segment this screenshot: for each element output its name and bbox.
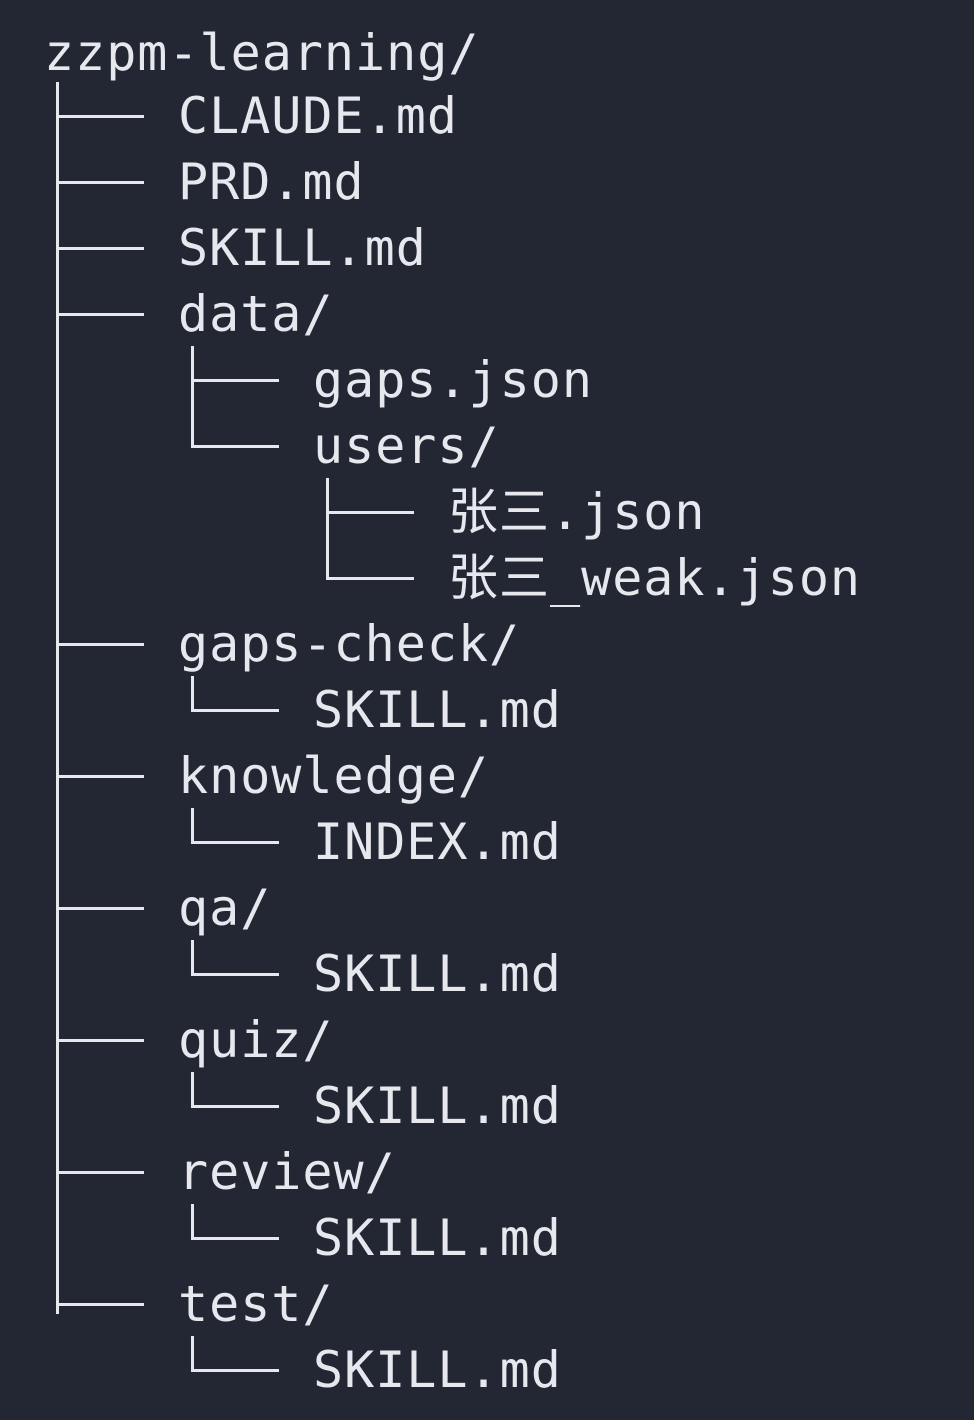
file-qa-skill-md: SKILL.md	[313, 945, 562, 1003]
branch-test-folder	[56, 1303, 144, 1306]
branch-data-folder	[56, 313, 144, 316]
tree-row: CLAUDE.md	[0, 88, 974, 144]
tree-trunk-level-1	[56, 82, 59, 1314]
branch-quiz-folder	[56, 1039, 144, 1042]
tree-trunk-gaps-check	[191, 676, 194, 712]
tree-trunk-test	[191, 1336, 194, 1372]
branch-skill-md	[56, 247, 144, 250]
tree-row: 张三_weak.json	[0, 550, 974, 606]
folder-users: users/	[313, 417, 500, 475]
folder-qa: qa/	[178, 879, 272, 937]
folder-test: test/	[178, 1275, 334, 1333]
branch-gaps-check-skill	[191, 709, 279, 712]
branch-prd-md	[56, 181, 144, 184]
file-test-skill-md: SKILL.md	[313, 1341, 562, 1399]
branch-zhangsan-weak-json	[326, 577, 414, 580]
branch-quiz-skill	[191, 1105, 279, 1108]
tree-row: SKILL.md	[0, 1078, 974, 1134]
branch-test-skill	[191, 1369, 279, 1372]
file-review-skill-md: SKILL.md	[313, 1209, 562, 1267]
file-gaps-check-skill-md: SKILL.md	[313, 681, 562, 739]
branch-knowledge-index	[191, 841, 279, 844]
branch-qa-folder	[56, 907, 144, 910]
branch-qa-skill	[191, 973, 279, 976]
branch-users-folder	[191, 445, 279, 448]
branch-review-skill	[191, 1237, 279, 1240]
tree-row: SKILL.md	[0, 1342, 974, 1398]
tree-row: gaps-check/	[0, 616, 974, 672]
file-claude-md: CLAUDE.md	[178, 87, 458, 145]
tree-row: gaps.json	[0, 352, 974, 408]
tree-row: data/	[0, 286, 974, 342]
branch-knowledge-folder	[56, 775, 144, 778]
branch-gaps-check-folder	[56, 643, 144, 646]
tree-row: quiz/	[0, 1012, 974, 1068]
branch-review-folder	[56, 1171, 144, 1174]
file-knowledge-index-md: INDEX.md	[313, 813, 562, 871]
file-zhangsan-weak-json: 张三_weak.json	[448, 549, 862, 607]
folder-data: data/	[178, 285, 334, 343]
file-quiz-skill-md: SKILL.md	[313, 1077, 562, 1135]
tree-row: SKILL.md	[0, 1210, 974, 1266]
file-gaps-json: gaps.json	[313, 351, 593, 409]
branch-claude-md	[56, 115, 144, 118]
root-folder-name: zzpm-learning/	[44, 24, 480, 82]
tree-row: SKILL.md	[0, 682, 974, 738]
file-zhangsan-json: 张三.json	[448, 483, 706, 541]
branch-gaps-json	[191, 379, 279, 382]
tree-row: knowledge/	[0, 748, 974, 804]
branch-zhangsan-json	[326, 511, 414, 514]
tree-row: review/	[0, 1144, 974, 1200]
tree-row: INDEX.md	[0, 814, 974, 870]
tree-trunk-qa	[191, 940, 194, 976]
file-skill-md: SKILL.md	[178, 219, 427, 277]
folder-knowledge: knowledge/	[178, 747, 490, 805]
file-prd-md: PRD.md	[178, 153, 365, 211]
tree-row: SKILL.md	[0, 946, 974, 1002]
tree-row: users/	[0, 418, 974, 474]
tree-trunk-users	[326, 478, 329, 580]
tree-row: SKILL.md	[0, 220, 974, 276]
tree-trunk-review	[191, 1204, 194, 1240]
folder-quiz: quiz/	[178, 1011, 334, 1069]
tree-trunk-quiz	[191, 1072, 194, 1108]
tree-row: 张三.json	[0, 484, 974, 540]
tree-row: qa/	[0, 880, 974, 936]
folder-gaps-check: gaps-check/	[178, 615, 521, 673]
folder-review: review/	[178, 1143, 396, 1201]
tree-trunk-data	[191, 346, 194, 448]
tree-trunk-knowledge	[191, 808, 194, 844]
tree-row: test/	[0, 1276, 974, 1332]
tree-row: PRD.md	[0, 154, 974, 210]
